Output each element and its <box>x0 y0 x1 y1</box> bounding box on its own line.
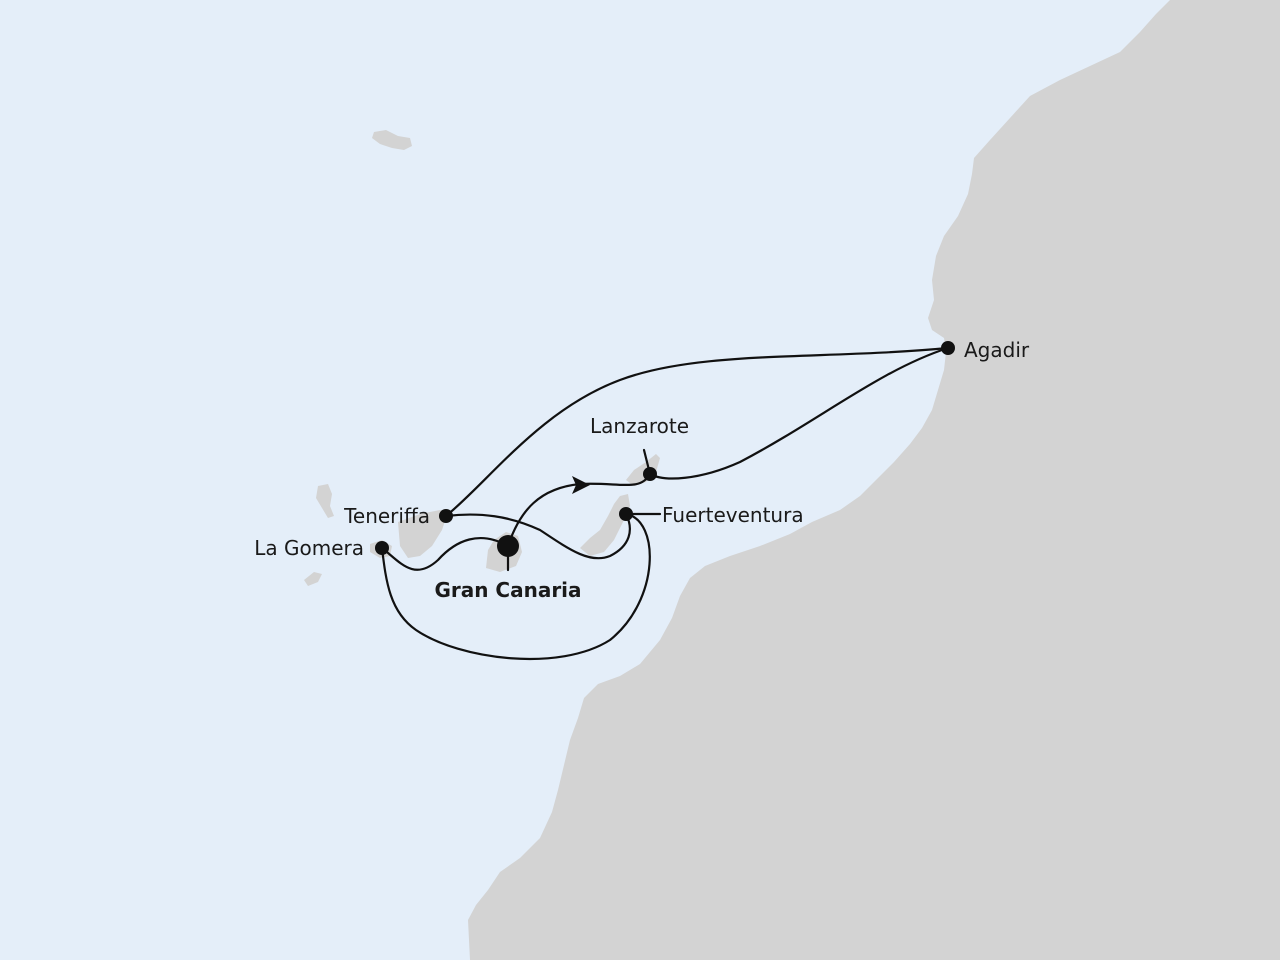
port-marker-lanzarote[interactable] <box>643 467 657 481</box>
port-marker-agadir[interactable] <box>941 341 955 355</box>
port-marker-la-gomera[interactable] <box>375 541 389 555</box>
route-teneriffa-fuerteventura <box>444 512 631 560</box>
route-fuerteventura-la-gomera <box>380 512 651 661</box>
label-lanzarote: Lanzarote <box>590 414 689 438</box>
label-la-gomera: La Gomera <box>254 536 364 560</box>
label-gran-canaria: Gran Canaria <box>434 578 581 602</box>
label-fuerteventura: Fuerteventura <box>662 503 804 527</box>
island-la-palma-north <box>372 130 412 150</box>
route-la-gomera-gran-canaria <box>380 537 510 571</box>
island-lanzarote <box>626 454 660 486</box>
label-teneriffa: Teneriffa <box>343 504 430 528</box>
route-lanzarote-agadir <box>648 346 950 480</box>
port-marker-fuerteventura[interactable] <box>619 507 633 521</box>
label-agadir: Agadir <box>964 338 1030 362</box>
arrow-head-icon <box>572 476 590 494</box>
route-agadir-teneriffa <box>444 346 950 518</box>
mainland-africa <box>468 0 1280 960</box>
port-marker-teneriffa[interactable] <box>439 509 453 523</box>
island-tenerife <box>398 510 448 558</box>
port-marker-gran-canaria[interactable] <box>497 535 519 557</box>
island-fuerteventura <box>580 494 630 556</box>
island-la-palma <box>316 484 334 518</box>
island-el-hierro <box>304 572 322 586</box>
route <box>380 346 950 661</box>
